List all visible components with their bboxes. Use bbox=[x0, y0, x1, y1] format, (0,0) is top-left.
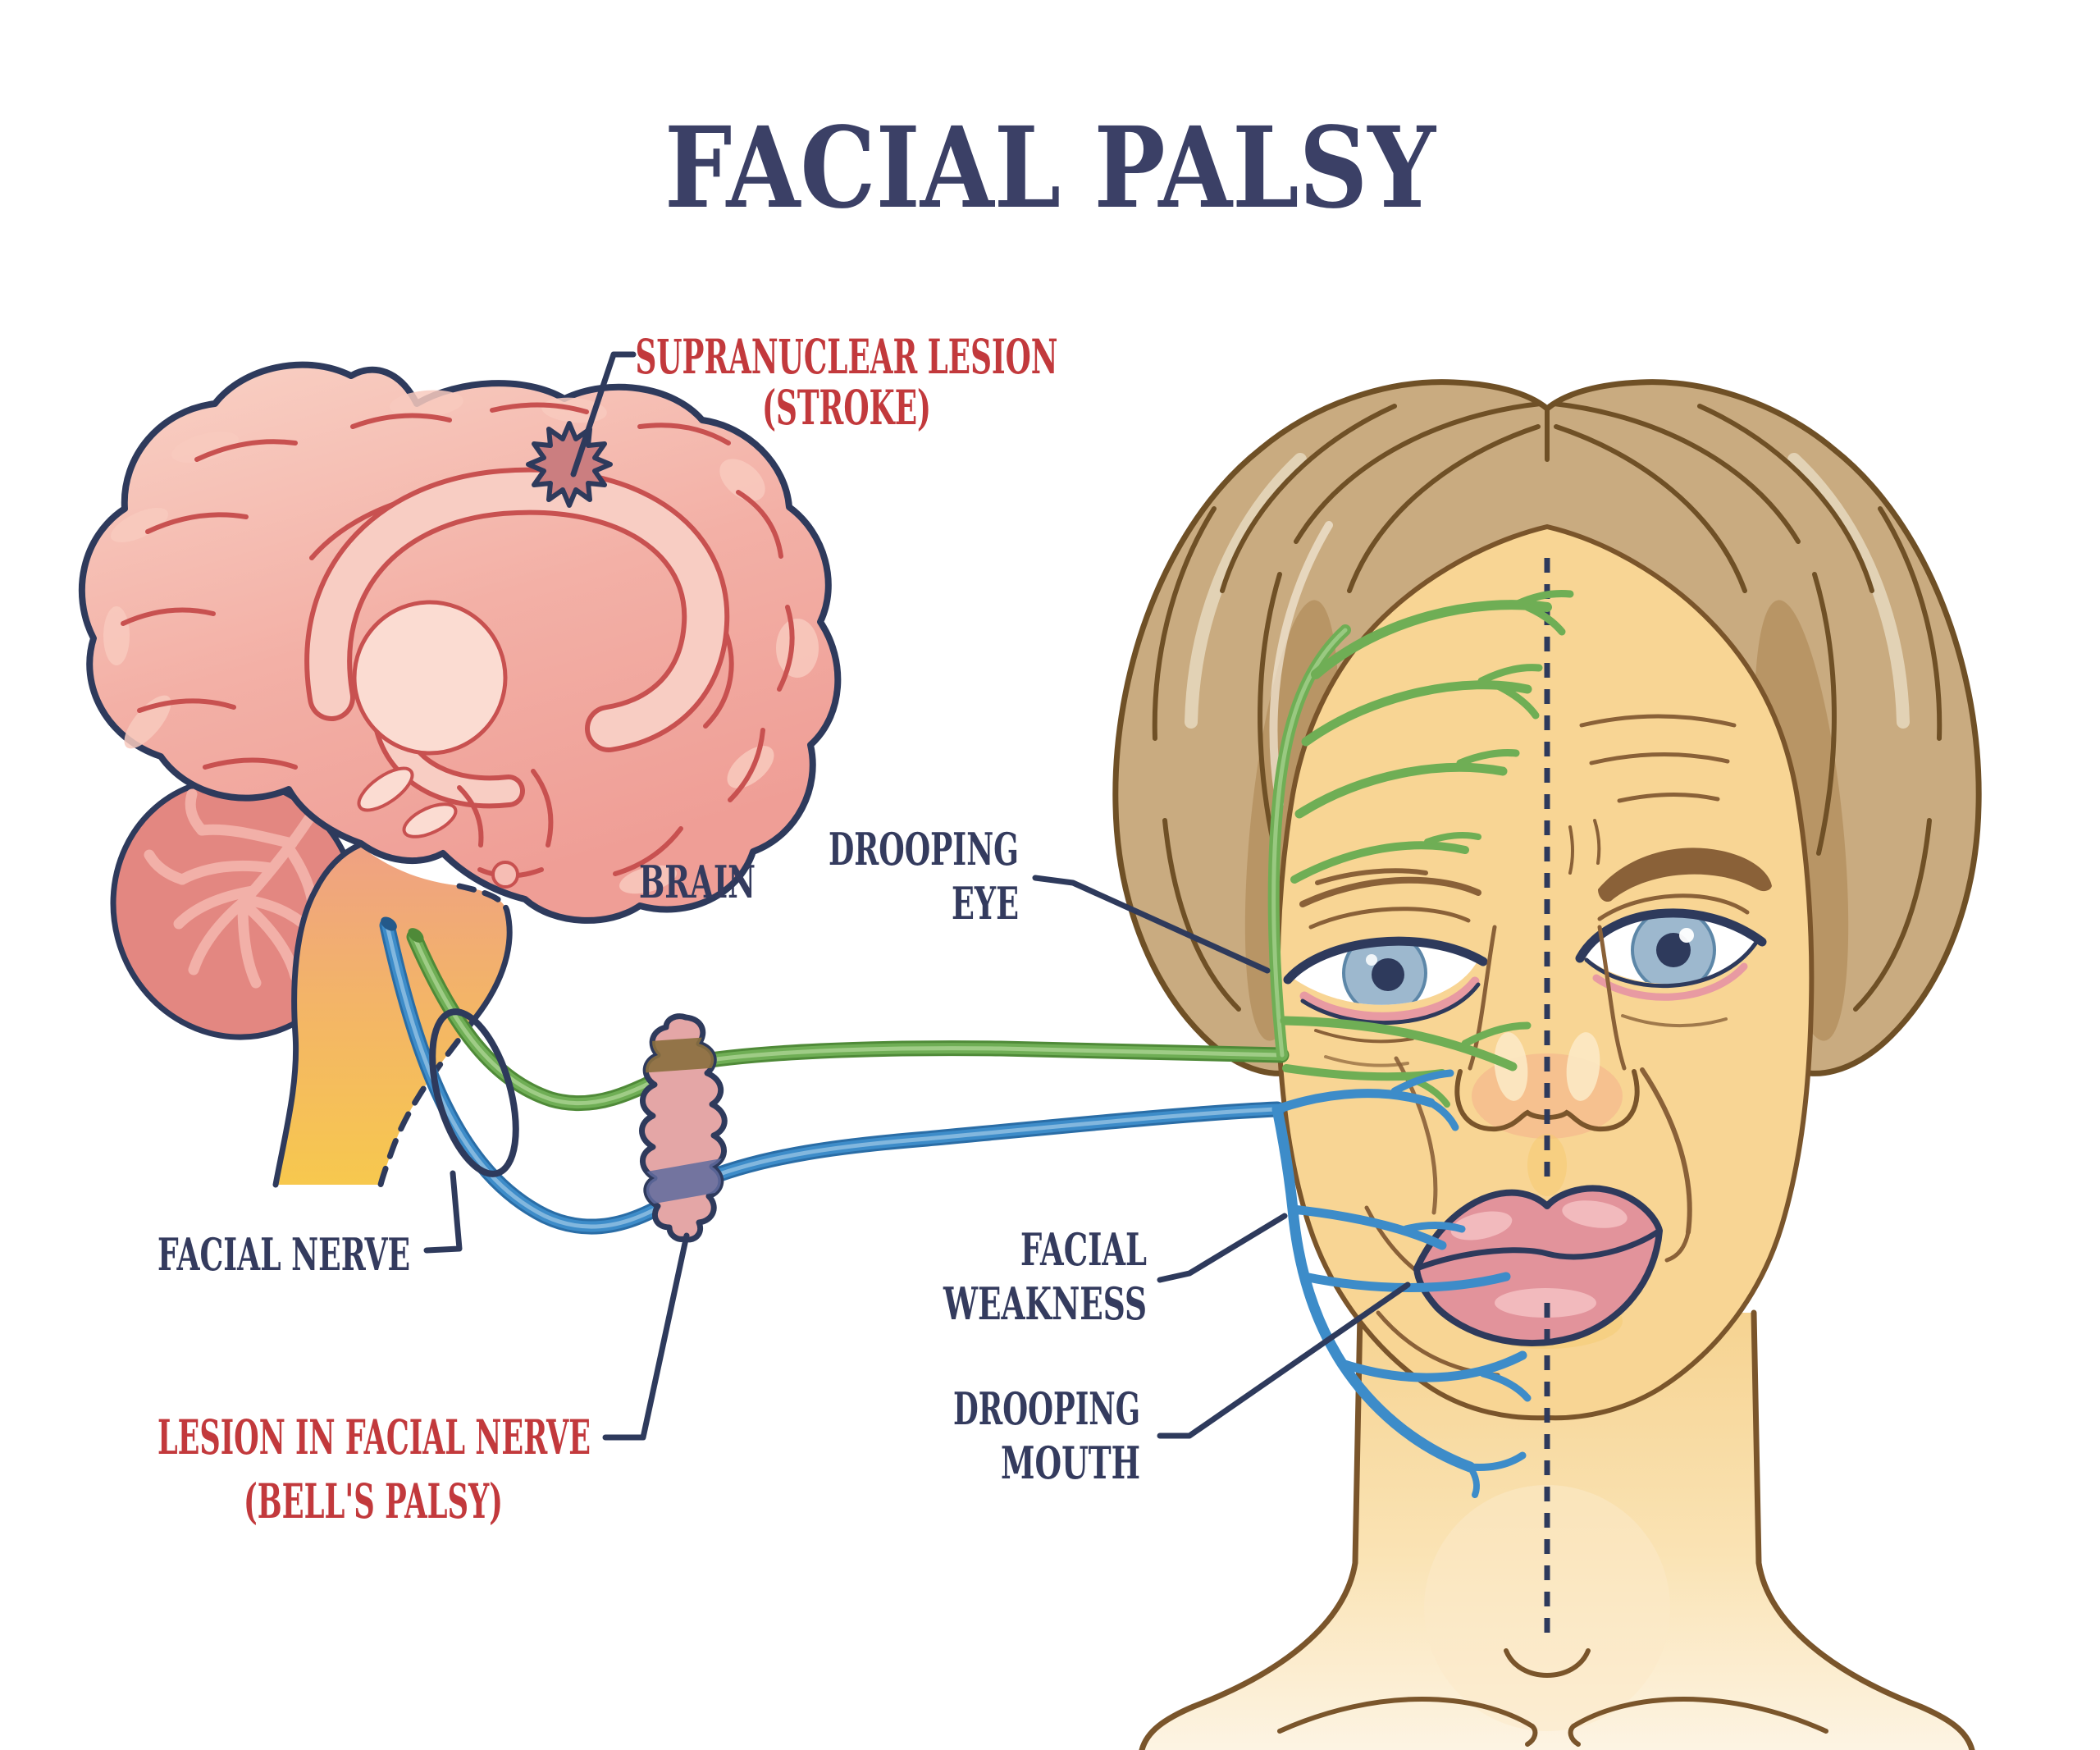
leader-drooping-mouth bbox=[1157, 1282, 1411, 1439]
leader-supranuclear-lesion bbox=[570, 351, 637, 477]
label-supranuclear-lesion-line2: (STROKE) bbox=[762, 380, 931, 436]
label-facial-nerve: FACIAL NERVE bbox=[158, 1228, 410, 1281]
label-supranuclear-lesion-line1: SUPRANUCLEAR LESION bbox=[636, 329, 1058, 385]
stroke-lesion-star bbox=[526, 421, 613, 508]
label-drooping-eye-line2: EYE bbox=[952, 877, 1019, 930]
annotation-labels: FACIAL PALSY SUPRANUCLEAR LESION (STROKE… bbox=[158, 103, 1437, 1529]
eyebrow-left bbox=[1299, 868, 1481, 930]
leader-facial-nerve bbox=[423, 1170, 463, 1254]
thalamus bbox=[352, 600, 508, 756]
page-title: FACIAL PALSY bbox=[664, 103, 1437, 234]
eye-left-drooping bbox=[1283, 936, 1488, 1067]
nerve-pathways bbox=[379, 590, 1574, 1498]
leader-lesion-in-facial-nerve bbox=[602, 1232, 690, 1441]
leader-facial-weakness bbox=[1157, 1213, 1288, 1283]
hair-strands bbox=[1152, 401, 1942, 1012]
label-drooping-eye-line1: DROOPING bbox=[829, 823, 1019, 875]
annotation-leaders bbox=[423, 351, 1411, 1441]
brain-illustration bbox=[78, 361, 842, 1188]
brainstem bbox=[272, 842, 513, 1188]
label-drooping-mouth-line1: DROOPING bbox=[953, 1382, 1140, 1435]
cerebrum bbox=[78, 361, 842, 924]
eye-right bbox=[1575, 908, 1767, 1028]
clavicle-left bbox=[1277, 1697, 1538, 1747]
label-brain: BRAIN bbox=[639, 856, 756, 908]
facial-nerve-loop bbox=[429, 1008, 519, 1177]
label-facial-weakness-line1: FACIAL bbox=[1020, 1223, 1147, 1276]
hair-highlights bbox=[1185, 453, 1910, 729]
label-lesion-facial-nerve-line1: LESION IN FACIAL NERVE bbox=[158, 1410, 591, 1465]
label-facial-weakness-line2: WEAKNESS bbox=[943, 1277, 1147, 1330]
head-illustration bbox=[1112, 379, 1982, 1750]
clavicle-right bbox=[1568, 1697, 1828, 1747]
leader-drooping-eye bbox=[1032, 875, 1271, 974]
label-lesion-facial-nerve-line2: (BELL'S PALSY) bbox=[244, 1474, 503, 1529]
eyebrow-right bbox=[1598, 848, 1772, 902]
suprasternal-notch bbox=[1504, 1648, 1591, 1678]
neck bbox=[1139, 1309, 1975, 1750]
label-drooping-mouth-line2: MOUTH bbox=[1001, 1437, 1140, 1489]
forehead-wrinkles bbox=[1568, 714, 1737, 875]
